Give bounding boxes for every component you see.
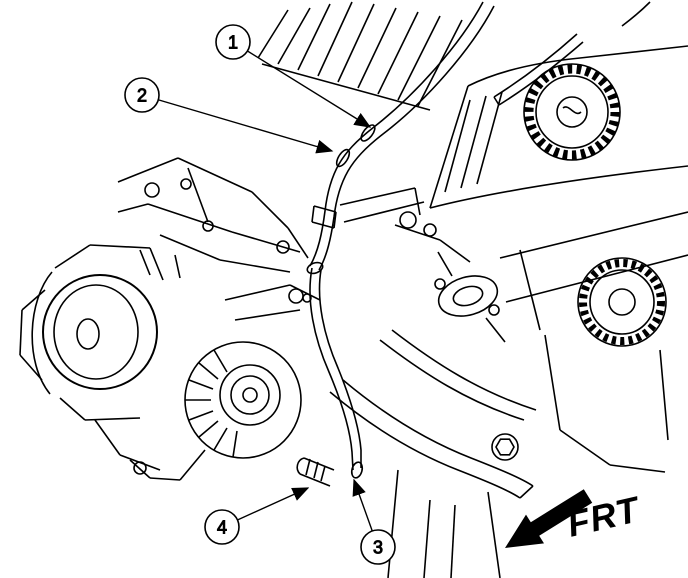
callout-4: 4 bbox=[204, 509, 240, 545]
engine-line-art bbox=[19, 1, 688, 578]
valve-cover-ribs bbox=[257, 1, 463, 111]
valve-cover-outline bbox=[429, 45, 688, 331]
callout-3: 3 bbox=[360, 529, 396, 565]
thermostat-housing bbox=[434, 251, 506, 343]
callout-2: 2 bbox=[124, 77, 160, 113]
callout-1-number: 1 bbox=[228, 33, 238, 53]
engine-block-lines bbox=[491, 334, 669, 473]
alternator bbox=[94, 341, 302, 481]
frt-arrow-icon bbox=[505, 489, 593, 548]
oil-filler-cap bbox=[523, 63, 621, 161]
callout-2-number: 2 bbox=[137, 86, 147, 106]
upper-tube bbox=[493, 1, 651, 106]
bracket-cluster bbox=[117, 157, 321, 321]
vacuum-hose bbox=[306, 1, 495, 275]
callout-3-number: 3 bbox=[373, 538, 383, 558]
callout-1: 1 bbox=[215, 24, 251, 60]
callouts: 1 2 3 4 bbox=[124, 24, 396, 565]
callout-2-leader bbox=[141, 94, 334, 154]
fuel-bracket bbox=[339, 187, 471, 263]
drain-fitting bbox=[296, 457, 335, 487]
coolant-cap bbox=[577, 257, 667, 347]
frt-indicator: FRT bbox=[505, 488, 645, 548]
callout-1-leader bbox=[232, 41, 372, 128]
throttle-body bbox=[19, 244, 164, 421]
callout-4-number: 4 bbox=[217, 518, 227, 538]
radiator-hose bbox=[329, 329, 537, 578]
